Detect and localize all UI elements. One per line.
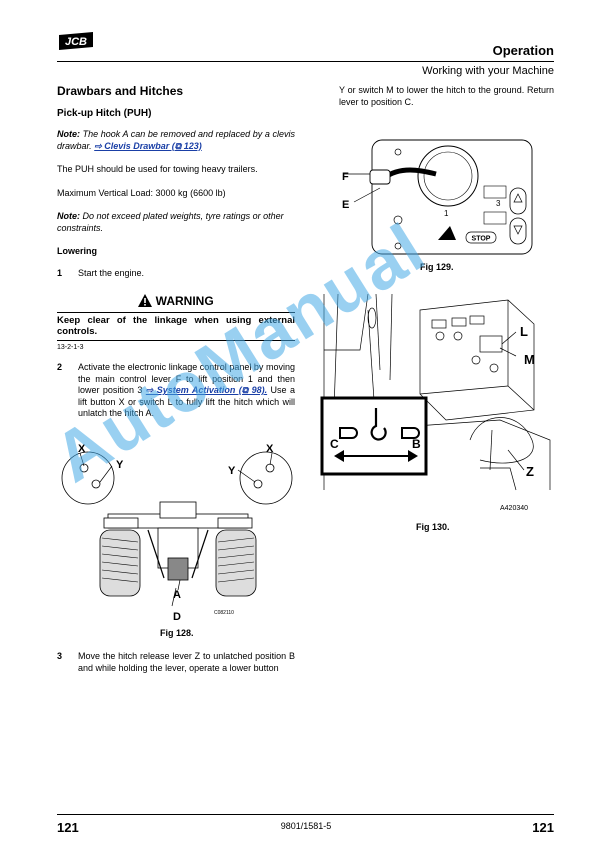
hitch-hook (167, 557, 189, 581)
step-2: 2 Activate the electronic linkage contro… (57, 362, 295, 418)
label-c: C (330, 437, 339, 451)
warning-icon (138, 294, 153, 307)
label-a: A (173, 589, 181, 601)
footer-divider (57, 814, 554, 815)
label-1: 1 (444, 209, 449, 218)
left-tyre (99, 529, 141, 597)
header-divider (57, 61, 554, 62)
note-clevis: Note: The hook A can be removed and repl… (57, 129, 295, 151)
label-3: 3 (496, 199, 501, 208)
label-l: L (520, 324, 528, 339)
fig130-caption: Fig 130. (416, 522, 450, 532)
step-number: 3 (57, 651, 63, 661)
label-b: B (412, 437, 421, 451)
page-number-left: 121 (57, 820, 79, 835)
document-number: 9801/1581-5 (280, 821, 332, 831)
step-text: Activate the electronic linkage control … (78, 362, 295, 395)
label-d: D (173, 611, 181, 623)
warning-text: Keep clear of the linkage when using ext… (57, 312, 295, 337)
section-title: Drawbars and Hitches (57, 84, 184, 98)
para-puh-usage: The PUH should be used for towing heavy … (57, 164, 258, 174)
position-inset (320, 396, 428, 476)
fig128-rear-tractor-diagram: X Y Y X A D C082110 (61, 443, 293, 623)
label-y-left: Y (116, 459, 124, 471)
fig129-caption: Fig 129. (420, 262, 454, 272)
right-tyre (215, 529, 257, 597)
warning-code: 13-2-1-3 (57, 344, 84, 351)
subsection-title: Pick-up Hitch (PUH) (57, 107, 152, 119)
fig130-code: A420340 (500, 505, 528, 512)
up-button (509, 187, 527, 215)
fig128-code: C082110 (214, 610, 234, 616)
step-3: 3 Move the hitch release lever Z to unla… (57, 651, 295, 674)
label-z: Z (526, 464, 534, 479)
fig129-control-panel-diagram: F E 1 3 STOP (342, 139, 533, 255)
para-max-load: Maximum Vertical Load: 3000 kg (6600 lb) (57, 187, 226, 198)
stop-label: STOP (472, 236, 491, 243)
jcb-logo: JCB (59, 32, 93, 50)
label-x-left: X (78, 443, 86, 455)
left-column: Drawbars and Hitches Pick-up Hitch (PUH)… (57, 84, 295, 280)
label-y-right: Y (228, 465, 236, 477)
page-number-right: 121 (532, 820, 554, 835)
step-text: Move the hitch release lever Z to unlatc… (78, 651, 295, 673)
callout-circle-left (61, 451, 115, 505)
step-number: 2 (57, 362, 63, 372)
logo-text: JCB (65, 36, 87, 48)
warning-heading: WARNING (57, 294, 295, 308)
down-button (509, 217, 527, 245)
label-x-right: X (266, 443, 274, 455)
note-weights: Note: Do not exceed plated weights, tyre… (57, 211, 284, 233)
fig130-hitch-release-diagram: L M Z A420340 C B (320, 293, 551, 512)
fig128-caption: Fig 128. (160, 628, 194, 638)
clevis-drawbar-link[interactable]: ⇨ Clevis Drawbar (⧉ 123) (94, 140, 202, 151)
system-activation-link[interactable]: ⇨ System Activation (⧉ 98). (145, 385, 268, 395)
step-text: Start the engine. (78, 267, 145, 278)
page-title: Operation (492, 43, 554, 58)
step-number: 1 (57, 267, 63, 278)
warning-box: WARNING Keep clear of the linkage when u… (57, 294, 295, 351)
page-subtitle: Working with your Machine (422, 65, 554, 77)
step-1: 1 Start the engine. (57, 268, 295, 280)
para-lower-hitch: Y or switch M to lower the hitch to the … (339, 85, 554, 107)
label-e: E (342, 199, 349, 211)
callout-circle-right (239, 451, 293, 505)
label-f: F (342, 171, 349, 183)
lowering-heading: Lowering (57, 246, 97, 256)
label-m: M (524, 352, 535, 367)
